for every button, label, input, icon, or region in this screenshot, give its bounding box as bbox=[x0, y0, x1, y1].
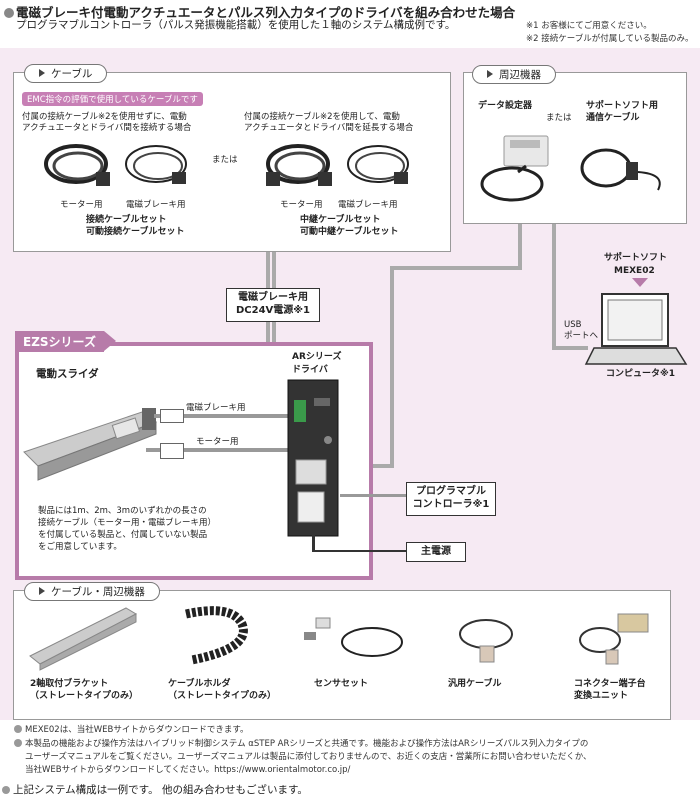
terminal-unit-icon bbox=[579, 613, 649, 665]
usb-line-h bbox=[552, 346, 588, 350]
left-set-2: 可動接続ケーブルセット bbox=[86, 227, 185, 237]
accessory-3-l1: センサセット bbox=[314, 679, 369, 689]
data-setter-device bbox=[480, 135, 549, 202]
usb-label-2: ポートへ bbox=[564, 331, 599, 341]
motor-cable-label: モーター用 bbox=[196, 437, 239, 447]
right-desc-2: アクチュエータとドライバ間を延長する場合 bbox=[244, 123, 414, 133]
main-power-callout: 主電源 bbox=[406, 542, 466, 562]
ezs-note-1: 製品には1m、2m、3mのいずれかの長さの bbox=[38, 506, 207, 516]
arrow-icon bbox=[487, 70, 493, 78]
electric-slider-device bbox=[23, 408, 158, 481]
motor-cable-coil-right bbox=[266, 144, 332, 186]
right-desc-1: 付属の接続ケーブル※2を使用して、電動 bbox=[244, 112, 400, 122]
brake-power-line bbox=[266, 238, 270, 414]
usb-line-v bbox=[552, 222, 556, 350]
brake-label-left: 電磁ブレーキ用 bbox=[126, 200, 186, 210]
laptop-icon bbox=[584, 293, 688, 365]
peripheral-section-label: 周辺機器 bbox=[472, 65, 556, 84]
ezs-note-2: 接続ケーブル（モーター用・電磁ブレーキ用） bbox=[38, 518, 216, 528]
left-desc-2: アクチュエータとドライバ間を接続する場合 bbox=[22, 123, 192, 133]
page-subtitle: プログラマブルコントローラ（パルス発振機能搭載）を使用した１軸のシステム構成例で… bbox=[16, 19, 456, 31]
note-2b: ユーザーズマニュアルをご覧ください。ユーザーズマニュアルは製品に添付しておりませ… bbox=[25, 752, 592, 762]
driver-label-2: ドライバ bbox=[292, 365, 328, 375]
bullet-icon bbox=[14, 739, 22, 747]
arrow-icon bbox=[39, 69, 45, 77]
data-setter-label: データ設定器 bbox=[478, 101, 533, 111]
cable-section-label: ケーブル bbox=[24, 64, 108, 83]
note-2a: 本製品の機能および操作方法はハイブリッド制御システム αSTEP ARシリーズと… bbox=[14, 737, 588, 749]
ar-driver-device bbox=[287, 379, 339, 537]
motor-connector bbox=[160, 443, 184, 459]
footnote-1: ※1 お客様にてご用意ください。 bbox=[526, 21, 652, 31]
controller-callout: プログラマブル コントローラ※1 bbox=[406, 482, 496, 516]
computer-name: コンピュータ※1 bbox=[606, 369, 676, 379]
accessory-5-l1: コネクター端子台 bbox=[574, 679, 646, 689]
peripheral-or: または bbox=[546, 113, 572, 123]
computer-software-label: サポートソフト bbox=[604, 253, 668, 263]
brake-power-callout: 電磁ブレーキ用 DC24V電源※1 bbox=[226, 288, 320, 322]
support-cable-2: 通信ケーブル bbox=[586, 113, 640, 123]
brake-label-right: 電磁ブレーキ用 bbox=[338, 200, 398, 210]
peripheral-line-down bbox=[390, 266, 394, 468]
motor-label-right: モーター用 bbox=[280, 200, 323, 210]
left-set-1: 接続ケーブルセット bbox=[86, 215, 167, 225]
support-cable-device bbox=[580, 148, 661, 191]
accessory-1-l1: 2軸取付ブラケット bbox=[30, 679, 109, 689]
note-1: MEXE02は、当社WEBサイトからダウンロードできます。 bbox=[14, 723, 248, 735]
cable-line bbox=[272, 252, 276, 412]
brake-cable-label: 電磁ブレーキ用 bbox=[186, 403, 246, 413]
cable-holder-icon bbox=[185, 606, 248, 665]
peripheral-line-h bbox=[390, 266, 522, 270]
left-desc-1: 付属の接続ケーブル※2を使用せずに、電動 bbox=[22, 112, 187, 122]
bracket-icon bbox=[29, 607, 138, 671]
general-cable-icon bbox=[459, 619, 513, 663]
peripheral-line-v bbox=[518, 222, 522, 270]
brake-cable-coil-right bbox=[347, 145, 409, 184]
accessory-2-l2: （ストレートタイプのみ） bbox=[168, 691, 277, 701]
support-cable-1: サポートソフト用 bbox=[586, 101, 659, 111]
accessory-2-l1: ケーブルホルダ bbox=[168, 679, 231, 689]
ezs-note-3: を付属している製品と、付属していない製品 bbox=[38, 530, 208, 540]
main-power-line-v bbox=[312, 534, 315, 552]
accessory-4-l1: 汎用ケーブル bbox=[448, 679, 502, 689]
motor-cable-path bbox=[146, 448, 290, 452]
brake-cable-coil-left bbox=[125, 145, 187, 184]
motor-label-left: モーター用 bbox=[60, 200, 103, 210]
page-title: 電磁ブレーキ付電動アクチュエータとパルス列入力タイプのドライバを組み合わせた場合 bbox=[4, 2, 515, 21]
driver-label-1: ARシリーズ bbox=[292, 352, 342, 362]
right-set-1: 中継ケーブルセット bbox=[300, 215, 381, 225]
computer-software-name: MEXE02 bbox=[614, 266, 655, 276]
usb-label-1: USB bbox=[564, 320, 582, 330]
ezs-label: EZSシリーズ bbox=[15, 331, 116, 352]
controller-line bbox=[340, 494, 408, 497]
down-arrow-icon bbox=[632, 278, 648, 287]
note-2c: 当社WEBサイトからダウンロードしてください。https://www.orien… bbox=[25, 765, 351, 775]
footnote-2: ※2 接続ケーブルが付属している製品のみ。 bbox=[526, 34, 694, 44]
bullet-icon bbox=[14, 725, 22, 733]
brake-cable-path bbox=[154, 414, 290, 418]
bottom-note: 上記システム構成は一例です。 他の組み合わせもございます。 bbox=[2, 782, 308, 797]
arrow-icon bbox=[39, 587, 45, 595]
right-set-2: 可動中継ケーブルセット bbox=[300, 227, 399, 237]
brake-connector bbox=[160, 409, 184, 423]
accessory-5-l2: 変換ユニット bbox=[574, 691, 629, 701]
cable-or: または bbox=[212, 155, 238, 165]
accessory-1-l2: （ストレートタイプのみ） bbox=[30, 691, 139, 701]
motor-cable-coil-left bbox=[44, 144, 110, 186]
main-power-line-h bbox=[312, 550, 408, 552]
accessories-section-label: ケーブル・周辺機器 bbox=[24, 582, 160, 601]
slider-label: 電動スライダ bbox=[36, 368, 99, 380]
bullet-icon bbox=[4, 8, 14, 18]
bullet-icon bbox=[2, 786, 10, 794]
emc-badge: EMC指令の評価で使用しているケーブルです bbox=[22, 92, 203, 106]
sensor-set-icon bbox=[304, 617, 403, 657]
ezs-note-4: をご用意しています。 bbox=[38, 542, 122, 552]
